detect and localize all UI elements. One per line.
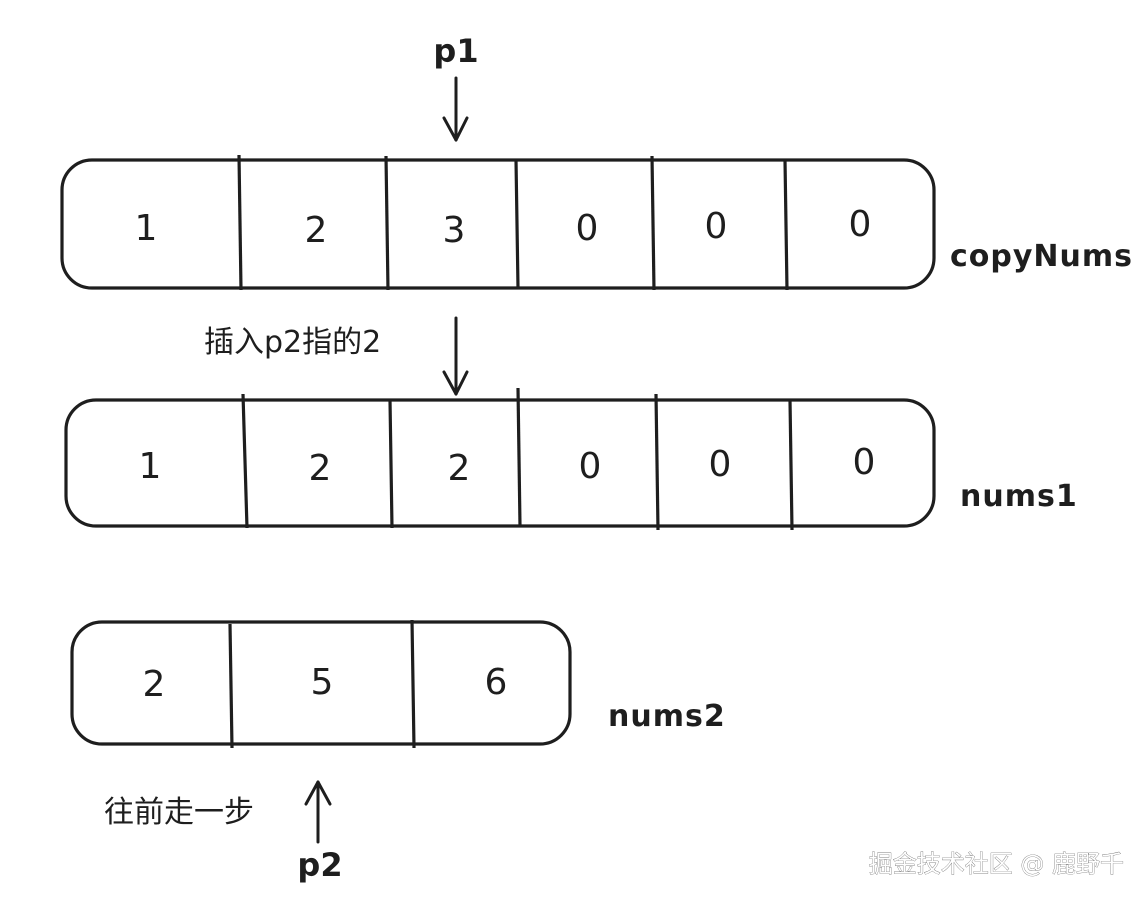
- copynums-divider: [237, 154, 243, 291]
- copynums-divider: [514, 159, 520, 289]
- copynums-cell-value: 2: [305, 210, 328, 251]
- watermark: 掘金技术社区 @ 鹿野千: [869, 850, 1124, 878]
- nums2-divider: [410, 619, 416, 749]
- nums2-divider: [228, 623, 234, 749]
- copynums-cell-value: 0: [849, 204, 872, 245]
- copynums-divider: [783, 159, 789, 291]
- step-forward-note: 往前走一步: [104, 795, 254, 830]
- nums1-divider: [516, 387, 522, 527]
- nums1-cell-value: 0: [579, 446, 602, 487]
- copynums-cell-value: 0: [576, 208, 599, 249]
- p2-pointer: p2: [297, 780, 343, 884]
- nums2-cell-value: 5: [311, 662, 334, 703]
- copynums-array: 1 2 3 0 0 0 copyNums: [60, 154, 1133, 291]
- nums1-cell-value: 2: [448, 448, 471, 489]
- nums2-label: nums2: [608, 699, 726, 734]
- nums2-array: 2 5 6 nums2: [70, 619, 726, 749]
- copynums-outline: [60, 158, 936, 290]
- copynums-cell-value: 1: [135, 208, 158, 249]
- arrow-head-icon: [442, 370, 469, 396]
- insert-annotation: 插入p2指的2: [204, 316, 469, 396]
- copynums-divider: [650, 155, 656, 291]
- nums1-divider: [388, 399, 394, 529]
- nums2-cell-value: 2: [143, 664, 166, 705]
- nums1-cell-value: 2: [309, 448, 332, 489]
- arrow-head-icon: [442, 116, 469, 142]
- nums1-cell-value: 0: [709, 444, 732, 485]
- nums1-cell-value: 0: [853, 442, 876, 483]
- p1-pointer: p1: [433, 32, 479, 142]
- arrow-head-icon: [304, 780, 332, 806]
- nums2-outline: [70, 620, 572, 746]
- nums1-divider: [241, 393, 249, 529]
- copynums-label: copyNums: [950, 239, 1133, 274]
- copynums-divider: [384, 155, 390, 291]
- p2-label: p2: [297, 846, 342, 884]
- nums1-array: 1 2 2 0 0 0 nums1: [64, 387, 1078, 531]
- copynums-cell-value: 0: [705, 206, 728, 247]
- copynums-cell-value: 3: [443, 210, 466, 251]
- insert-note: 插入p2指的2: [204, 325, 381, 360]
- nums1-outline: [64, 398, 936, 528]
- nums1-cell-value: 1: [139, 446, 162, 487]
- nums1-label: nums1: [960, 479, 1078, 514]
- nums1-divider: [788, 399, 794, 531]
- nums1-divider: [654, 393, 660, 531]
- nums2-cell-value: 6: [485, 662, 508, 703]
- p1-label: p1: [433, 32, 478, 70]
